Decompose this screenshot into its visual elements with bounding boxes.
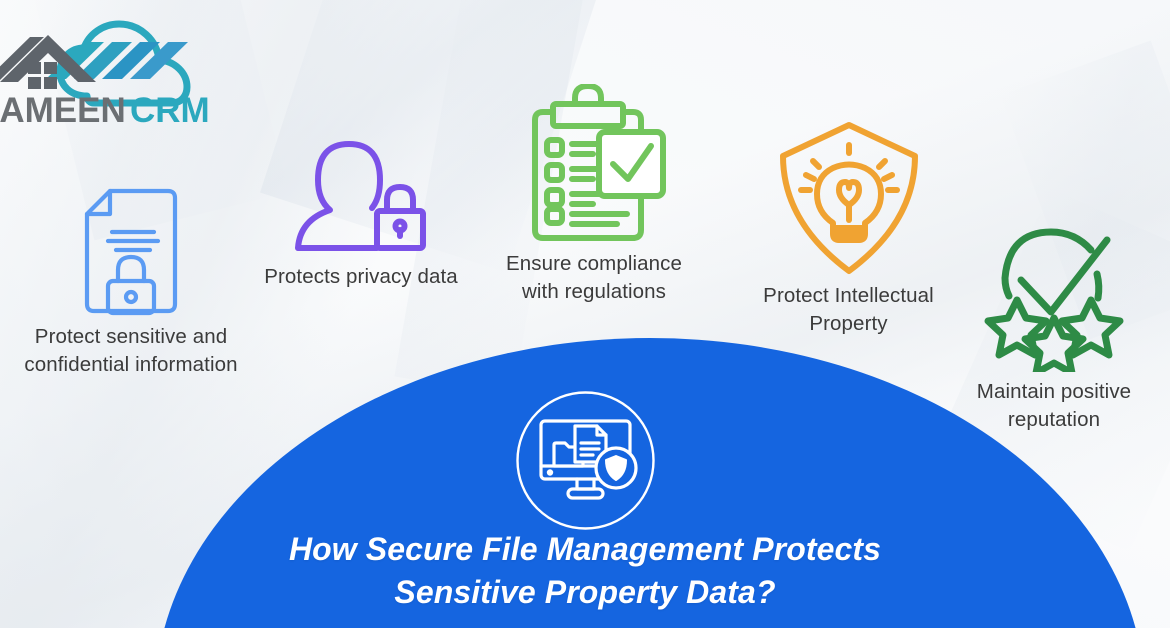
shield-lightbulb-icon: [727, 120, 970, 276]
house-window: [28, 62, 57, 89]
roof-stripes: [46, 42, 188, 79]
page-title: How Secure File Management Protects Sens…: [288, 531, 882, 610]
feature-label: Protect Intellectual Property: [763, 284, 934, 335]
logo-word-zameen: ZAMEEN: [0, 91, 126, 130]
zameen-crm-logo[interactable]: ZAMEEN CRM: [0, 4, 232, 134]
feature-label: Ensure compliance with regulations: [505, 252, 683, 303]
logo-word-crm: CRM: [130, 91, 210, 130]
feature-label: Maintain positive reputation: [976, 380, 1132, 431]
house-roof: [0, 35, 96, 82]
feature-label: Protects privacy data: [264, 265, 458, 288]
roof-left-gray: [0, 37, 44, 81]
monitor-document-shield-badge[interactable]: [513, 388, 658, 533]
feature-intellectual-property[interactable]: Protect Intellectual Property: [727, 120, 970, 338]
document-lock-icon: [0, 185, 266, 317]
user-privacy-lock-icon: [236, 132, 486, 257]
feature-label: Protect sensitive and confidential infor…: [24, 325, 238, 376]
feature-reputation[interactable]: Maintain positive reputation: [938, 222, 1170, 434]
monitor-document-shield-icon: [516, 391, 655, 530]
feature-privacy-data[interactable]: Protects privacy data: [236, 132, 486, 291]
feature-compliance[interactable]: Ensure compliance with regulations: [478, 84, 710, 306]
checkmark-stars-icon: [938, 222, 1170, 372]
clipboard-checklist-icon: [478, 84, 710, 244]
feature-protect-sensitive[interactable]: Protect sensitive and confidential infor…: [0, 185, 266, 379]
